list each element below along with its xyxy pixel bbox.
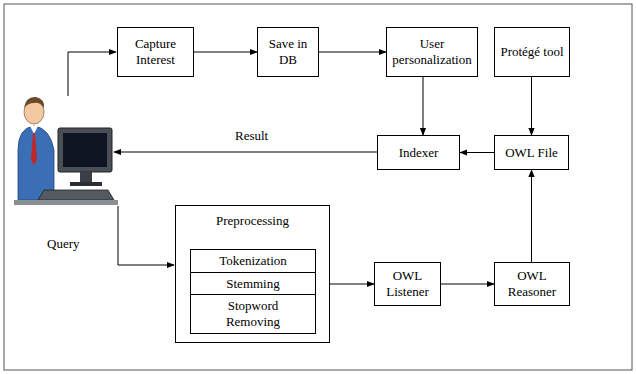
flow-arrow [194,52,257,53]
box-label: Capture Interest [122,36,189,67]
flow-arrow [531,170,532,262]
monitor-screen [63,133,107,167]
box-label: User personalization [391,36,473,67]
box-label: OWL Reasoner [499,268,565,299]
listener-box: OWL Listener [374,262,441,306]
box-label: Stopword Removing [217,298,289,329]
result-line [114,152,377,153]
user-at-computer [14,97,118,205]
user-shirt [18,126,54,200]
flow-arrow [319,52,386,53]
personalization-box: User personalization [386,27,478,77]
monitor-case [58,128,112,172]
tokenization-step: Tokenization [190,249,316,273]
box-label: OWL File [505,145,558,161]
stemming-step: Stemming [190,272,316,296]
flow-arrow [531,77,532,135]
flow-arrow [423,77,424,135]
owl-file-box: OWL File [494,135,569,170]
preprocessing-box: PreprocessingTokenizationStemmingStopwor… [175,205,330,343]
user-collar [30,126,38,134]
user-hair [24,97,44,108]
box-label: Indexer [399,145,439,161]
stopword-step: Stopword Removing [190,294,316,334]
interest-line [68,52,116,96]
query-label: Query [44,236,83,252]
tool-box: Protégé tool [494,27,570,77]
flow-arrow [330,284,374,285]
box-label: Save in DB [262,36,314,67]
flow-arrow [460,152,494,153]
result-label: Result [232,128,271,144]
box-label: Stemming [226,276,279,292]
query-line [118,206,174,265]
flow-arrow [441,284,494,285]
monitor-foot [70,182,102,186]
box-label: Protégé tool [500,44,563,60]
box-label: OWL Listener [379,268,436,299]
user-tie [31,133,37,165]
capture-box: Capture Interest [117,27,194,77]
monitor-stand [80,172,92,182]
store-box: Save in DB [257,27,319,77]
desk [14,200,118,205]
indexer-box: Indexer [377,135,460,170]
box-label: Preprocessing [216,213,289,229]
reasoner-box: OWL Reasoner [494,262,570,306]
outer-frame [4,4,632,370]
box-label: Tokenization [219,253,287,269]
keyboard [38,190,114,200]
